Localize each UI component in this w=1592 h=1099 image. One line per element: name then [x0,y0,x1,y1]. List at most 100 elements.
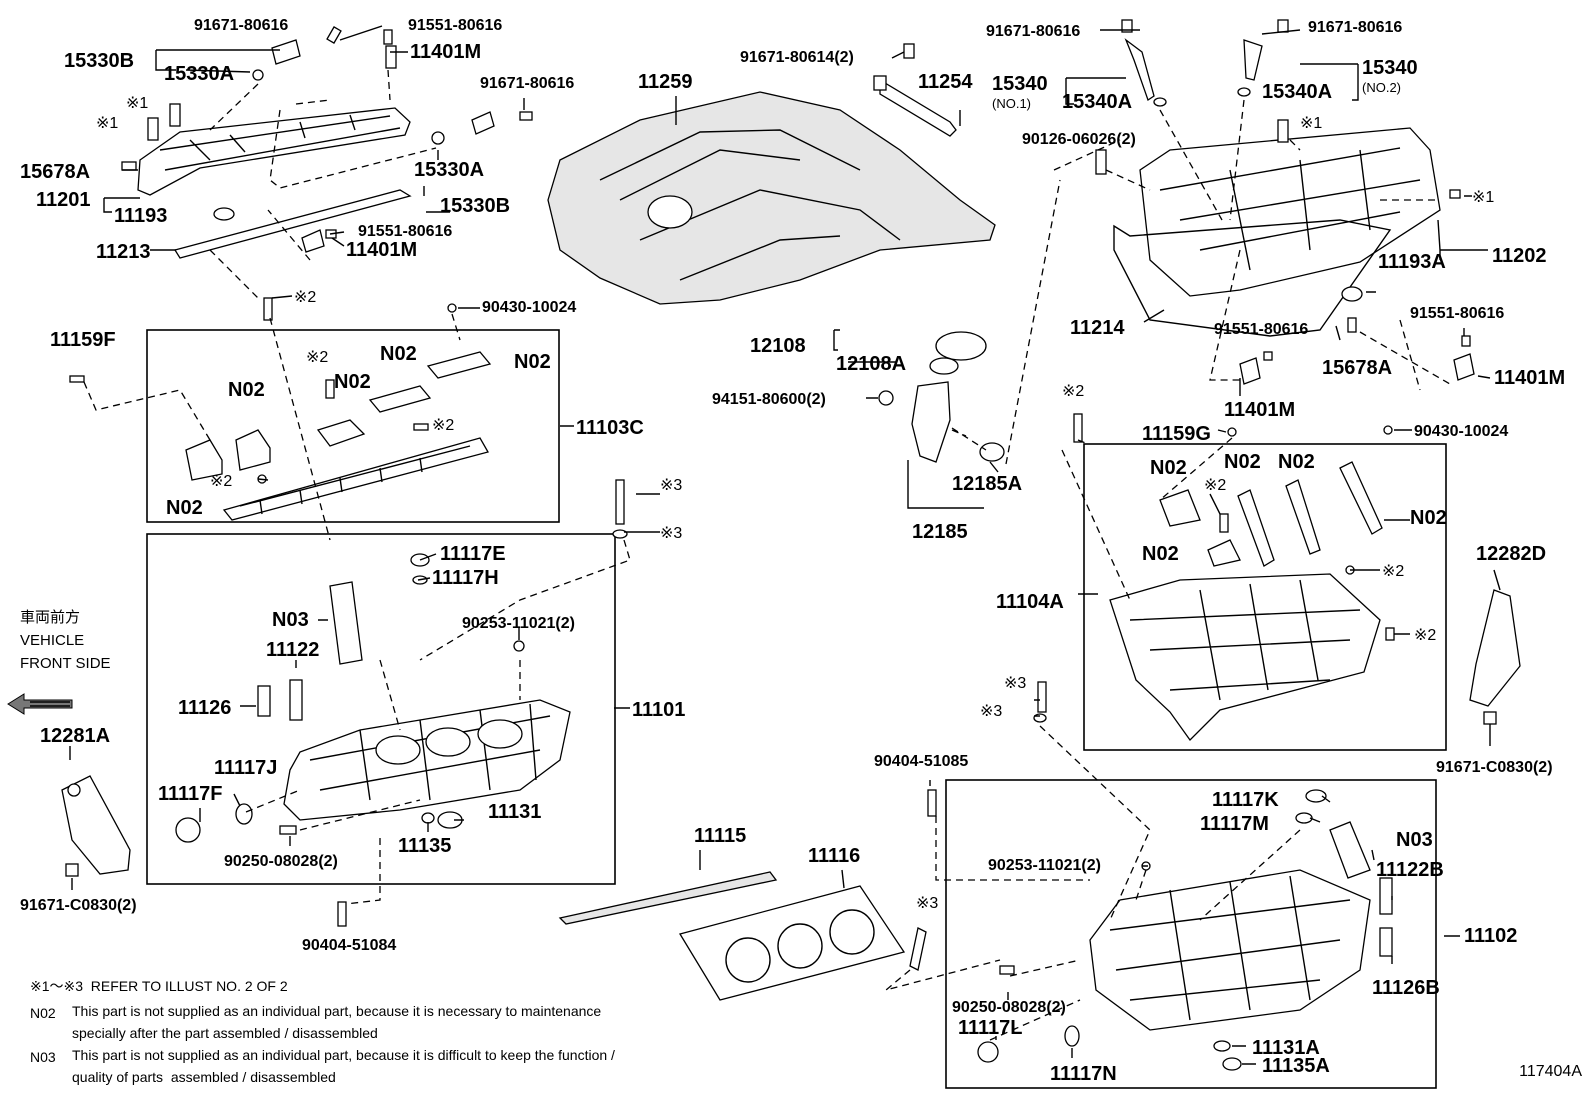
part-label: 11102 [1464,925,1517,947]
part-label: 91671-80616 [480,75,574,92]
part-label: 11131 [488,801,541,823]
part-label: N02 [1150,457,1187,479]
part-label: ※3 [916,895,938,912]
part-label: ※3 [660,525,682,542]
part-label: 91551-80616 [358,223,452,240]
box-11103c [146,329,560,523]
part-label: 12185A [952,473,1022,495]
box-11103c-contents [69,295,574,541]
note-n02-text: This part is not supplied as an individu… [72,1003,602,1041]
part-label: 11201 [36,189,91,211]
part-label: ※1 [96,115,118,132]
part-label: ※1 [1300,115,1322,132]
part-label: N02 [1142,543,1179,565]
part-label: 91671-80616 [194,17,288,34]
part-label: 90404-51084 [302,937,396,954]
part-label: 12282D [1476,543,1546,565]
box-11104a [1083,443,1447,751]
part-label: ※2 [1204,477,1226,494]
part-label: ※2 [306,349,328,366]
part-label: 11159F [50,329,116,351]
part-label: 11401M [346,239,417,261]
part-label: N02 [1224,451,1261,473]
head-gasket-11116-shape [678,885,906,1001]
part-label: 11117K [1212,789,1279,811]
front-side-line2: FRONT SIDE [20,655,111,672]
left-valve-cover-group [103,25,533,301]
part-label: 12108 [750,335,806,357]
part-label: 12281A [40,725,110,747]
gasket-11214-shape [1113,219,1392,337]
part-label: 91671-80616 [986,23,1080,40]
filler-pipe-12185-shape [911,381,951,463]
part-label: 11131A [1252,1037,1320,1059]
bracket-12282d-group [1469,569,1521,746]
part-label: 11122 [266,639,319,661]
part-label: ※2 [1062,383,1084,400]
box-11102-contents [927,681,1460,1071]
part-labels: 91671-80616 91551-80616 15330B 11401M 15… [20,17,1565,1085]
cap-12108-shape [935,331,987,361]
part-label: (NO.1) [992,96,1031,111]
part-label: 12108A [836,353,906,375]
part-label: 91551-80616 [408,17,502,34]
part-label: 11115 [694,825,746,847]
part-label: 11159G [1142,423,1211,445]
part-label: 11193A [1378,251,1446,273]
box-11101 [146,533,616,885]
part-label: ※2 [294,289,316,306]
part-label: 11259 [638,71,693,93]
cylinder-head-11102-shape [1089,869,1371,1031]
part-label: 11117J [214,757,277,779]
engine-cover-shape [547,91,996,305]
note-n03-text: This part is not supplied as an individu… [72,1047,615,1085]
part-label: 11126 [178,697,231,719]
seal-11193-shape [213,207,235,221]
part-label: 11104A [996,591,1064,613]
gasket-11213-shape [173,189,412,259]
box-11102 [945,779,1437,1089]
part-label: 91671-C0830(2) [20,897,137,914]
refer-note: ※1～※3 REFER TO ILLUST NO. 2 OF 2 [30,978,288,994]
part-label: 15340A [1262,81,1332,103]
part-label: ※3 [980,703,1002,720]
part-label: 11193 [114,205,167,227]
part-label: 11122B [1376,859,1444,881]
part-label: 11117L [958,1017,1023,1039]
toyota-emblem-shape [647,195,693,229]
part-label: N02 [166,497,203,519]
box-11104a-contents [1061,413,1412,742]
part-label: 15340A [1062,91,1132,113]
part-label: N02 [1278,451,1315,473]
illustration-code: 117404A [1519,1063,1582,1080]
front-side-line1: VEHICLE [20,632,85,649]
part-label: 90126-06026(2) [1022,131,1136,148]
front-side-jp: 車両前方 [20,609,81,626]
bracket-12281a-shape [61,775,131,875]
part-label: 11117H [432,567,499,589]
part-label: 90430-10024 [482,299,576,316]
part-label: ※3 [660,477,682,494]
right-valve-cover-group [1065,19,1491,396]
part-label: 11126B [1372,977,1440,999]
part-label: ※2 [1382,563,1404,580]
part-label: 11254 [918,71,973,93]
part-label: 91551-80616 [1214,321,1308,338]
part-label: 90253-11021(2) [988,857,1101,874]
part-label: (NO.2) [1362,80,1401,95]
part-label: 15330B [64,50,134,72]
part-label: 90253-11021(2) [462,615,575,632]
part-label: N03 [272,609,309,631]
lower-left-items [61,746,1001,1001]
part-label: 15678A [1322,357,1392,379]
part-label: 15330B [440,195,510,217]
front-arrow [7,693,73,715]
part-label: 11117F [158,783,223,805]
part-label: 15330A [164,63,234,85]
part-label: ※2 [1414,627,1436,644]
valve-cover-11202-shape [1139,127,1441,297]
part-label: 91551-80616 [1410,305,1504,322]
guide-n03-shape [329,581,363,665]
bracket-12282d-shape [1469,589,1521,707]
